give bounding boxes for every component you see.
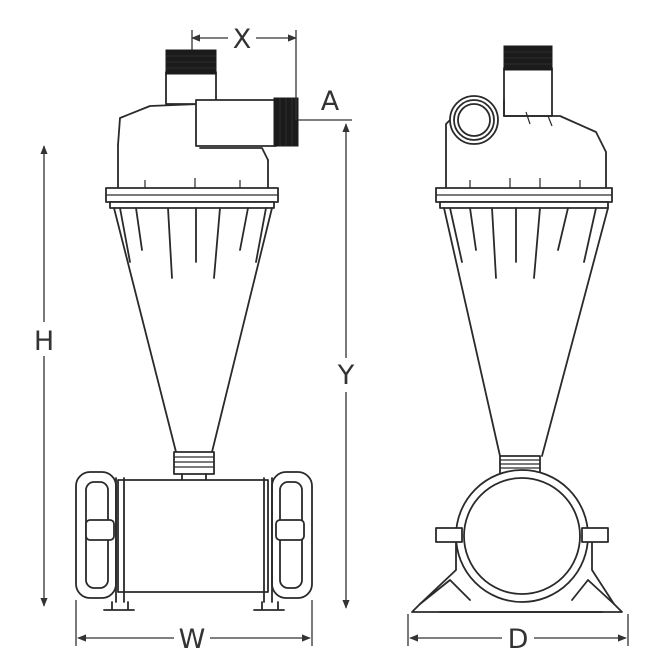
label-a: A: [321, 86, 340, 117]
side-top-outlet: [503, 45, 553, 117]
label-x: X: [233, 24, 252, 55]
label-d: D: [508, 624, 529, 655]
front-flange: [105, 187, 279, 209]
label-h: H: [34, 326, 54, 357]
front-view: [75, 49, 313, 611]
side-inlet-end: [449, 95, 499, 145]
label-w: W: [179, 624, 206, 655]
side-cone-outlet: [499, 455, 541, 475]
side-view: [411, 45, 623, 613]
front-ribs: [119, 178, 267, 279]
label-y: Y: [337, 360, 355, 391]
side-saddle-base: [411, 469, 623, 613]
side-cone: [443, 207, 609, 457]
front-cone: [113, 207, 273, 453]
side-inlet-pipe: [195, 97, 299, 147]
top-outlet-pipe: [165, 49, 217, 105]
front-collection-drum: [75, 471, 313, 611]
side-flange: [435, 187, 613, 209]
dimension-labels: X A H Y W D: [30, 24, 534, 655]
side-ribs: [449, 178, 597, 279]
